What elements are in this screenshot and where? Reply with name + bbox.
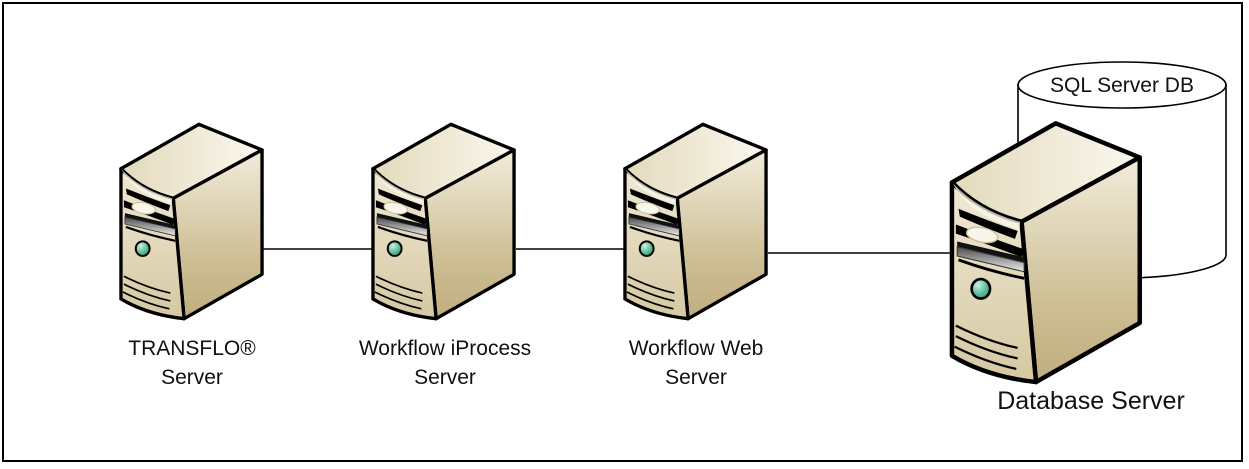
node-label-line: Server bbox=[161, 366, 223, 389]
server-tower-icon-workflow-web bbox=[623, 122, 768, 321]
node-label-transflo-server: TRANSFLO® Server bbox=[72, 334, 312, 392]
server-tower-icon-transflo bbox=[119, 122, 264, 321]
server-tower-icon-database bbox=[952, 123, 1140, 382]
node-label-workflow-web-server: Workflow Web Server bbox=[576, 334, 816, 392]
node-label-line: Server bbox=[414, 366, 476, 389]
node-label-line: Server bbox=[665, 366, 727, 389]
node-label-line: Workflow Web bbox=[628, 337, 764, 360]
node-label-line: TRANSFLO® bbox=[128, 337, 256, 360]
node-label-database-server: Database Server bbox=[951, 386, 1231, 417]
server-tower-icon-workflow-iprocess bbox=[371, 122, 516, 321]
database-cylinder-label: SQL Server DB bbox=[1050, 74, 1194, 97]
node-label-line: Workflow iProcess bbox=[358, 337, 532, 360]
node-label-line: Database Server bbox=[997, 387, 1185, 415]
node-label-workflow-iprocess-server: Workflow iProcess Server bbox=[315, 334, 575, 392]
